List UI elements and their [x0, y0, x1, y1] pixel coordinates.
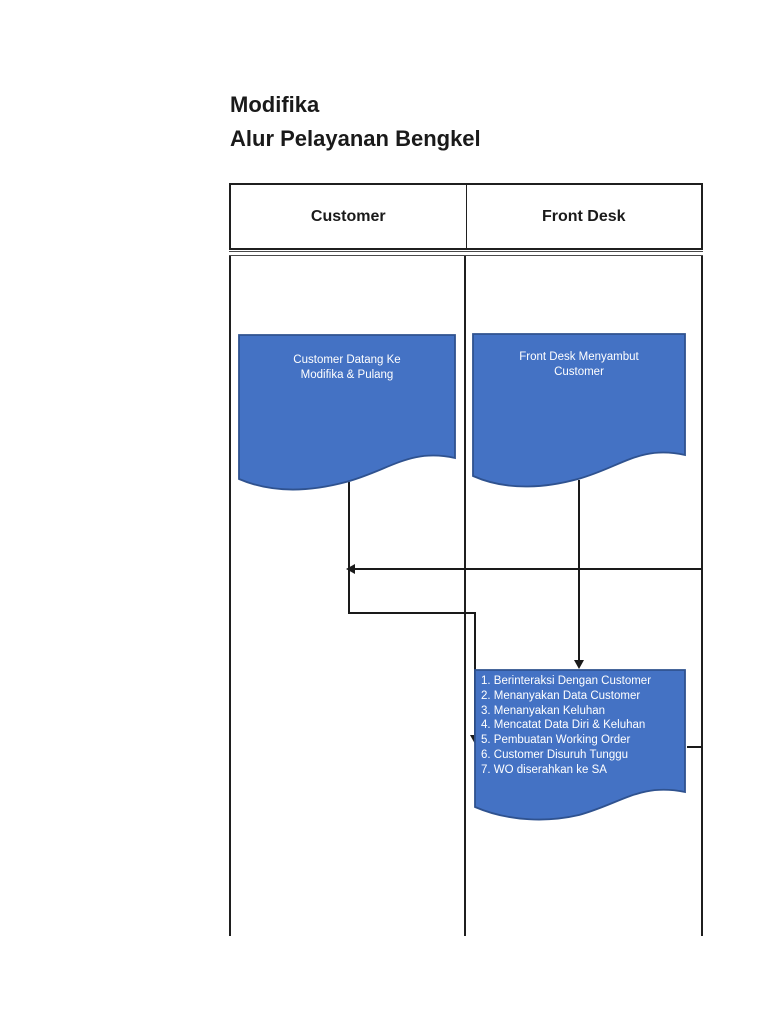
arrowhead-down-steps-top: [574, 660, 584, 669]
document-shape-icon: [474, 669, 686, 821]
connector-customer-down: [348, 482, 350, 613]
frontdesk-doc-line-2: Customer: [554, 366, 604, 378]
title-line-2: Alur Pelayanan Bengkel: [230, 126, 481, 151]
customer-doc-line-2: Modifika & Pulang: [300, 369, 394, 381]
flow-shape-frontdesk-doc: [472, 333, 686, 493]
connector-customer-right: [348, 612, 475, 614]
lane-border-left: [229, 256, 231, 936]
lane-header-customer: Customer: [310, 207, 386, 225]
title-line-1: Modifika: [230, 92, 320, 117]
frontdesk-steps-list: 1. Berinteraksi Dengan Customer 2. Menan…: [481, 674, 683, 778]
header-double-line: [229, 251, 703, 256]
document-shape-icon: [238, 334, 456, 491]
lane-header-front-desk: Front Desk: [465, 185, 702, 248]
step-item: 6. Customer Disuruh Tunggu: [481, 748, 629, 761]
frontdesk-doc-label: Front Desk Menyambut Customer: [472, 350, 686, 380]
frontdesk-doc-line-1: Front Desk Menyambut: [519, 351, 639, 363]
connector-return-left: [354, 568, 702, 570]
step-item: 2. Menanyakan Data Customer: [481, 689, 641, 702]
step-item: 5. Pembuatan Working Order: [481, 734, 631, 747]
flow-shape-frontdesk-steps: [474, 669, 686, 821]
swimlane-header-row: Customer Front Desk: [229, 183, 703, 250]
page-title: Modifika Alur Pelayanan Bengkel: [230, 88, 481, 156]
customer-doc-label: Customer Datang Ke Modifika & Pulang: [238, 353, 456, 383]
document-shape-icon: [472, 333, 686, 488]
step-item: 1. Berinteraksi Dengan Customer: [481, 675, 652, 687]
connector-frontdesk-down: [578, 480, 580, 661]
step-item: 7. WO diserahkan ke SA: [481, 763, 607, 776]
step-item: 4. Mencatat Data Diri & Keluhan: [481, 719, 646, 732]
lane-divider: [464, 256, 466, 936]
connector-steps-right: [687, 746, 702, 748]
arrowhead-left-return: [346, 564, 355, 574]
step-item: 3. Menanyakan Keluhan: [481, 704, 606, 717]
lane-border-right: [701, 256, 703, 936]
customer-doc-line-1: Customer Datang Ke: [293, 354, 401, 366]
flow-shape-customer-doc: [238, 334, 456, 496]
